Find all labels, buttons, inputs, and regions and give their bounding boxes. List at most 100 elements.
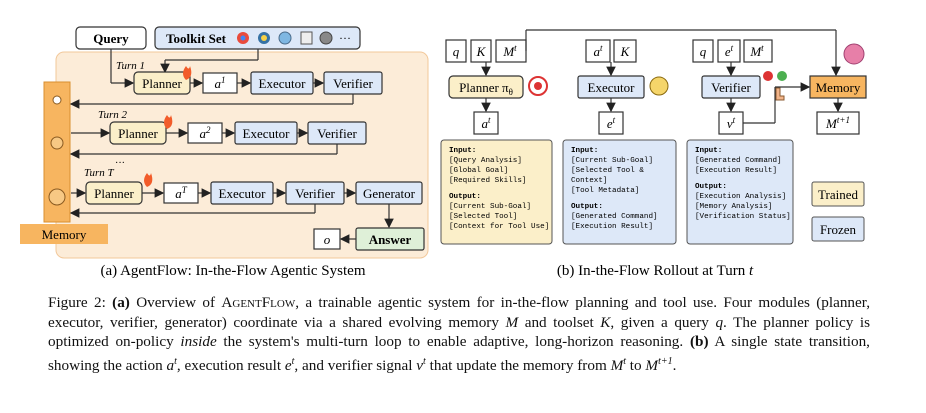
panel-b: q K Mt Planner πθ at at K Executor et q … bbox=[440, 29, 867, 279]
figure-caption: Figure 2: (a) Overview of AgentFlow, a t… bbox=[48, 294, 871, 374]
output-box bbox=[313, 228, 341, 250]
query-label: Query bbox=[93, 31, 129, 46]
verifier-label: Verifier bbox=[333, 76, 373, 91]
output-et bbox=[598, 111, 624, 135]
verifier-info-box bbox=[686, 139, 794, 245]
svg-text:Output:: Output: bbox=[449, 193, 481, 201]
input-et bbox=[717, 39, 741, 63]
verifier-info-text: Input: [Generated Command] [Execution Re… bbox=[695, 147, 791, 221]
legend-frozen bbox=[811, 216, 865, 242]
figure: Memory Query Toolkit Set ··· Turn 1 Plan… bbox=[20, 26, 867, 279]
memory-label-b: Memory bbox=[816, 80, 861, 95]
more-tools: ··· bbox=[339, 31, 351, 45]
panel-b-caption: (b) In-the-Flow Rollout at Turn t bbox=[557, 263, 754, 279]
generator-label: Generator bbox=[363, 186, 416, 201]
svg-text:[Generated Command]: [Generated Command] bbox=[571, 213, 658, 221]
svg-text:[Selected Tool &: [Selected Tool & bbox=[571, 167, 644, 175]
input-at bbox=[585, 39, 611, 63]
turn-2-label: Turn 2 bbox=[98, 109, 128, 121]
fire-icon bbox=[183, 66, 192, 80]
turn-1-label: Turn 1 bbox=[116, 60, 145, 72]
reject-icon bbox=[763, 71, 773, 81]
brain-icon bbox=[843, 43, 865, 65]
toolkit-label: Toolkit Set bbox=[166, 31, 227, 46]
output-symbol: o bbox=[324, 232, 331, 247]
svg-text:et: et bbox=[607, 115, 616, 131]
input-K-exec bbox=[613, 39, 637, 63]
search-doc-icon bbox=[300, 31, 313, 45]
executor-info-text: Input: [Current Sub-Goal] [Selected Tool… bbox=[571, 147, 658, 231]
svg-text:at: at bbox=[481, 115, 491, 131]
svg-text:Mt: Mt bbox=[502, 43, 517, 59]
input-Mt-ver bbox=[743, 39, 773, 63]
svg-text:[Memory Analysis]: [Memory Analysis] bbox=[695, 203, 772, 211]
svg-text:Output:: Output: bbox=[571, 203, 603, 211]
answer-label: Answer bbox=[369, 232, 412, 247]
planner-info-text: Input: [Query Analysis] [Global Goal] [R… bbox=[449, 147, 549, 231]
svg-text:[Current Sub-Goal]: [Current Sub-Goal] bbox=[449, 203, 531, 211]
svg-text:[Execution Analysis]: [Execution Analysis] bbox=[695, 193, 786, 201]
svg-text:Input:: Input: bbox=[571, 147, 598, 155]
svg-text:[Verification Status]: [Verification Status] bbox=[695, 213, 791, 221]
executor-label: Executor bbox=[219, 186, 267, 201]
svg-text:Output:: Output: bbox=[695, 183, 727, 191]
svg-text:[Current Sub-Goal]: [Current Sub-Goal] bbox=[571, 157, 653, 165]
turn-t-label: Turn T bbox=[84, 167, 115, 179]
panel-a-caption: (a) AgentFlow: In-the-Flow Agentic Syste… bbox=[101, 263, 366, 279]
svg-text:[Generated Command]: [Generated Command] bbox=[695, 157, 782, 165]
svg-text:vt: vt bbox=[727, 115, 736, 131]
memory-slot-icon bbox=[50, 136, 64, 150]
svg-text:et: et bbox=[725, 43, 734, 59]
svg-text:Mt: Mt bbox=[749, 43, 764, 59]
legend-trained bbox=[811, 181, 865, 207]
gear-icon bbox=[319, 31, 333, 45]
svg-text:[Selected Tool]: [Selected Tool] bbox=[449, 213, 517, 221]
memory-slot-icon bbox=[52, 95, 62, 105]
action-a2: a2 bbox=[200, 125, 212, 141]
svg-text:K: K bbox=[476, 44, 487, 59]
svg-text:[Tool Metadata]: [Tool Metadata] bbox=[571, 187, 639, 195]
input-q bbox=[445, 39, 467, 63]
action-a1: a1 bbox=[215, 75, 226, 91]
memory-label: Memory bbox=[42, 227, 87, 242]
svg-text:[Required Skills]: [Required Skills] bbox=[449, 177, 526, 185]
svg-text:at: at bbox=[593, 43, 603, 59]
planner-label: Planner bbox=[94, 186, 134, 201]
input-q-ver bbox=[692, 39, 714, 63]
svg-text:Input:: Input: bbox=[449, 147, 476, 155]
planner-policy-label: Planner πθ bbox=[459, 80, 513, 97]
svg-text:[Context for Tool Use]: [Context for Tool Use] bbox=[449, 223, 549, 231]
gears-icon bbox=[649, 76, 669, 96]
svg-text:Context]: Context] bbox=[571, 177, 607, 185]
svg-text:[Query Analysis]: [Query Analysis] bbox=[449, 157, 522, 165]
svg-text:K: K bbox=[620, 44, 631, 59]
memory-slot-icon bbox=[48, 188, 66, 206]
fire-icon bbox=[144, 173, 153, 187]
executor-label: Executor bbox=[259, 76, 307, 91]
planner-info-box bbox=[440, 139, 553, 245]
input-K bbox=[470, 39, 492, 63]
memory-label-box bbox=[20, 224, 108, 244]
svg-text:q: q bbox=[700, 44, 707, 59]
svg-text:[Execution Result]: [Execution Result] bbox=[571, 223, 653, 231]
planner-label: Planner bbox=[118, 126, 158, 141]
approve-icon bbox=[777, 71, 787, 81]
verifier-label: Verifier bbox=[295, 186, 335, 201]
legend-trained-label: Trained bbox=[818, 187, 858, 202]
executor-info-box bbox=[562, 139, 677, 245]
output-at bbox=[473, 111, 499, 135]
verifier-label-b: Verifier bbox=[711, 80, 751, 95]
verifier-label: Verifier bbox=[317, 126, 357, 141]
svg-text:[Global Goal]: [Global Goal] bbox=[449, 167, 508, 175]
executor-label-b: Executor bbox=[588, 80, 636, 95]
panel-a: Memory Query Toolkit Set ··· Turn 1 Plan… bbox=[20, 26, 429, 279]
svg-text:q: q bbox=[453, 44, 460, 59]
hand-icon bbox=[775, 87, 785, 101]
fire-icon bbox=[164, 115, 173, 129]
svg-text:Input:: Input: bbox=[695, 147, 722, 155]
globe-icon bbox=[278, 31, 292, 45]
turn-ellipsis: ··· bbox=[115, 158, 125, 169]
output-Mt1 bbox=[816, 111, 860, 135]
svg-text:[Execution Result]: [Execution Result] bbox=[695, 167, 777, 175]
legend-frozen-label: Frozen bbox=[820, 222, 857, 237]
